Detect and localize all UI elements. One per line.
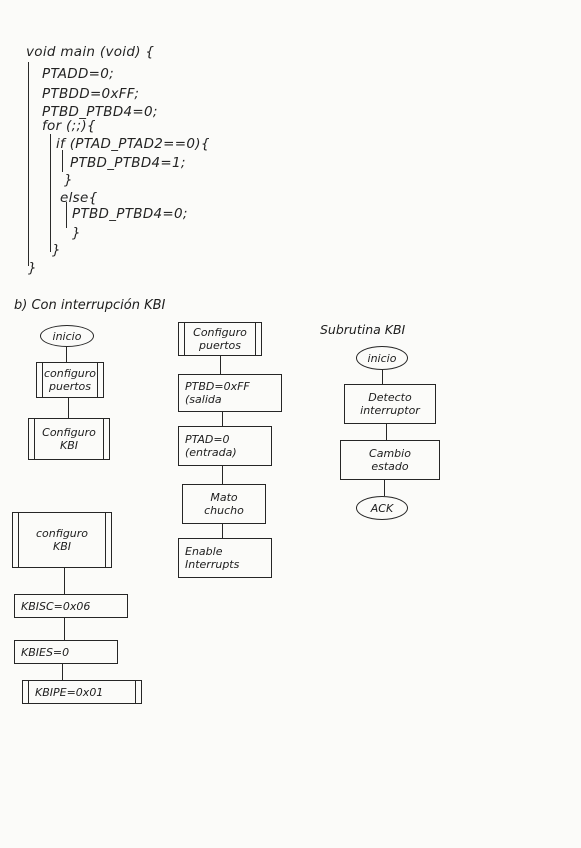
flow-step-text: Configuro	[193, 326, 247, 339]
code-line-brace: }	[52, 242, 61, 258]
flow-step-text: KBIPE=0x01	[35, 685, 104, 699]
flow-step-text: KBI	[52, 540, 71, 553]
flow-step-box: Configuro KBI	[28, 418, 110, 460]
subroutine-start-oval: inicio	[356, 346, 408, 370]
code-line: PTBDD=0xFF;	[42, 86, 140, 102]
flow-step-text: (entrada)	[185, 446, 237, 459]
flow-step-text: Mato	[210, 491, 238, 504]
flow-step-text: puertos	[48, 380, 92, 393]
flow-step-box: configuro puertos	[36, 362, 104, 398]
code-line-if: if (PTAD_PTAD2==0){	[56, 136, 210, 152]
scope-bar-for	[50, 134, 51, 252]
code-line-brace: }	[64, 172, 73, 188]
subroutine-end-oval: ACK	[356, 496, 408, 520]
flow-step-text: Interrupts	[185, 558, 240, 571]
flow-step-text: KBI	[59, 439, 78, 452]
flow-connector	[386, 424, 387, 440]
flow-connector	[222, 524, 223, 538]
flow-step-text: KBIES=0	[21, 645, 70, 659]
flow-step-text: chucho	[204, 504, 244, 517]
flow-step-text: Detecto	[368, 391, 412, 404]
flow-step-text: Configuro	[42, 426, 96, 439]
code-line-main: void main (void) {	[26, 44, 155, 60]
scope-bar-if	[62, 150, 63, 172]
flow-step-text: PTAD=0	[185, 433, 230, 446]
flow-step-text: configuro	[35, 527, 89, 540]
flow-step-box: Configuro puertos	[178, 322, 262, 356]
code-line: PTBD_PTBD4=0;	[42, 104, 158, 120]
flow-connector	[382, 370, 383, 384]
flow-connector	[384, 480, 385, 496]
flow-connector	[64, 618, 65, 640]
flow-connector	[222, 466, 223, 484]
flow-step-text: PTBD=0xFF	[185, 380, 250, 393]
scope-bar-else	[66, 202, 67, 228]
flow-connector	[62, 664, 63, 680]
flow-connector	[64, 568, 65, 594]
flow-step-box: PTAD=0 (entrada)	[178, 426, 272, 466]
code-line-brace: }	[28, 260, 37, 276]
flow-step-text: estado	[371, 460, 409, 473]
subroutine-step-box: Detecto interruptor	[344, 384, 436, 424]
code-line: PTBD_PTBD4=0;	[72, 206, 188, 222]
flow-step-text: configuro	[43, 367, 97, 380]
code-line-else: else{	[60, 190, 98, 206]
flow-step-box: configuro KBI	[12, 512, 112, 568]
flow-step-box: KBIPE=0x01	[22, 680, 142, 704]
flow-connector	[66, 347, 67, 363]
flow-step-text: KBISC=0x06	[21, 599, 91, 613]
flow-step-box: Enable Interrupts	[178, 538, 272, 578]
flow-step-text: Enable	[185, 545, 223, 558]
flow-start-oval: inicio	[40, 325, 94, 347]
subroutine-step-box: Cambio estado	[340, 440, 440, 480]
flow-connector	[68, 398, 69, 418]
subroutine-title: Subrutina KBI	[320, 322, 406, 337]
code-line: PTBD_PTBD4=1;	[70, 155, 186, 171]
scope-bar-main	[28, 62, 29, 266]
flow-connector	[222, 412, 223, 426]
section-heading: b) Con interrupción KBI	[14, 298, 166, 313]
flow-step-box: KBISC=0x06	[14, 594, 128, 618]
flow-step-text: puertos	[198, 339, 242, 352]
flow-step-text: Cambio	[369, 447, 411, 460]
flow-step-text: (salida	[185, 393, 222, 406]
code-line-for: for (;;){	[42, 118, 96, 134]
flow-step-text: interruptor	[360, 404, 420, 417]
flow-step-box: Mato chucho	[182, 484, 266, 524]
flow-step-box: PTBD=0xFF (salida	[178, 374, 282, 412]
code-line-brace: }	[72, 225, 81, 241]
flow-step-box: KBIES=0	[14, 640, 118, 664]
code-line: PTADD=0;	[42, 66, 115, 82]
flow-connector	[220, 356, 221, 374]
